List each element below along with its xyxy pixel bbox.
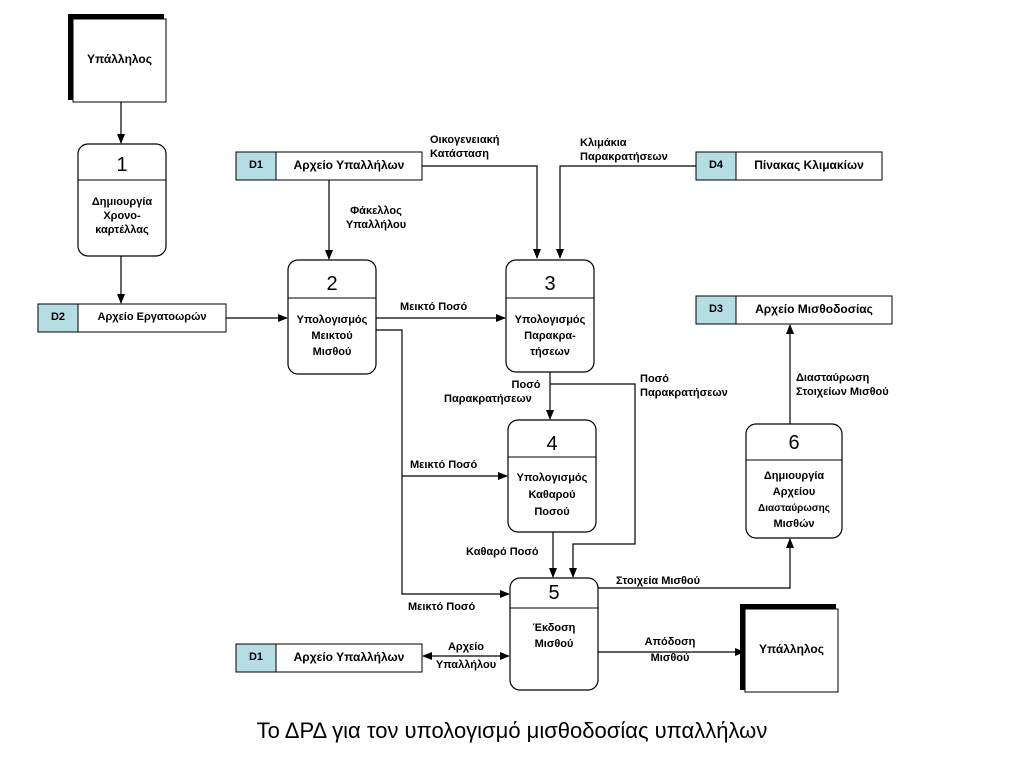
external-entity-employee-top — [68, 14, 167, 103]
process-2-box — [287, 259, 377, 375]
d2-id: D2 — [50, 311, 66, 323]
flow-label-oikogeneiaki-1: Οικογενειακή — [430, 134, 500, 146]
process-3-label-line1: Υπολογισμός — [514, 314, 586, 326]
process-1-label-line1: Δημιουργία — [91, 196, 153, 208]
data-store-d4 — [695, 151, 883, 181]
process-6-label-line1: Δημιουργία — [763, 470, 825, 482]
process-5-label-line1: Έκδοση — [532, 622, 576, 634]
flow-label-meikto-poso-b: Μεικτό Ποσό — [410, 459, 478, 471]
flow-d1-to-p3 — [422, 165, 541, 259]
process-1-box — [77, 143, 167, 257]
process-5-label-line2: Μισθού — [534, 638, 574, 650]
process-2-label-line2: Μεικτού — [311, 330, 353, 342]
d2-name: Αρχείο Εργατοωρών — [97, 311, 207, 323]
flow-p5-to-p6 — [598, 538, 794, 589]
data-store-d1-top — [235, 151, 423, 181]
flow-p3-to-p5 — [550, 383, 636, 578]
flow-label-apodosi-2: Μισθού — [650, 652, 690, 664]
process-6-label-line2: Αρχείου — [772, 486, 816, 498]
d4-id: D4 — [708, 159, 724, 171]
flow-label-fakellos-1: Φάκελλος — [350, 205, 402, 217]
process-4-label-line1: Υπολογισμός — [516, 472, 588, 484]
flow-label-apodosi-1: Απόδοση — [644, 636, 696, 648]
process-5-number: 5 — [548, 582, 560, 604]
process-2-label-line3: Μισθού — [312, 346, 352, 358]
flow-label-meikto-poso-a: Μεικτό Ποσό — [400, 301, 468, 313]
external-entity-label-bottom: Υπάλληλος — [758, 642, 824, 656]
process-4-number: 4 — [546, 433, 558, 455]
process-6-box — [745, 423, 843, 539]
flow-label-poso-par-left-1: Ποσό — [511, 379, 541, 391]
d1-top-id: D1 — [248, 159, 264, 171]
flow-label-katharo-poso: Καθαρό Ποσό — [466, 546, 539, 558]
flow-label-arxeio-ypal-1: Αρχείο — [447, 641, 485, 653]
diagram-caption: Το ΔΡΔ για τον υπολογισμό μισθοδοσίας υπ… — [256, 718, 768, 743]
flow-label-meikto-poso-c: Μεικτό Ποσό — [408, 601, 476, 613]
process-3-number: 3 — [544, 273, 556, 295]
process-6-label-line3: Διασταύρωσης — [758, 503, 830, 514]
process-4-label-line2: Καθαρού — [528, 489, 576, 501]
process-3-label-line2: Παρακρα- — [524, 330, 576, 342]
flow-label-klimakia-1: Κλιμάκια — [580, 137, 627, 149]
process-6-number: 6 — [788, 432, 800, 454]
flow-label-arxeio-ypal-2: Υπαλλήλου — [435, 659, 497, 671]
flow-gross-vertical — [376, 329, 510, 598]
process-1-label-line3: καρτέλλας — [95, 224, 149, 236]
d4-name: Πίνακας Κλιμακίων — [754, 158, 864, 172]
process-4-box — [507, 419, 597, 533]
process-3-label-line3: τήσεων — [530, 346, 570, 358]
process-2-number: 2 — [326, 273, 338, 295]
flow-label-stoixeia-misthou: Στοιχεία Μισθού — [616, 575, 701, 587]
data-store-d2 — [37, 303, 227, 333]
flow-label-poso-par-right-1: Ποσό — [640, 373, 669, 385]
process-6-label-line4: Μισθών — [773, 518, 815, 530]
d1-bottom-id: D1 — [248, 651, 264, 663]
d3-id: D3 — [708, 303, 724, 315]
process-1-number: 1 — [116, 154, 128, 176]
d3-name: Αρχείο Μισθοδοσίας — [755, 302, 873, 316]
d1-top-name: Αρχείο Υπαλλήλων — [293, 158, 405, 172]
flow-label-oikogeneiaki-2: Κατάσταση — [430, 148, 489, 160]
process-5-box — [509, 577, 599, 691]
external-entity-employee-bottom — [740, 604, 839, 693]
flow-label-poso-par-left-2: Παρακρατήσεων — [444, 393, 532, 405]
data-store-d3 — [695, 295, 893, 325]
flow-label-fakellos-2: Υπαλλήλου — [345, 219, 407, 231]
flow-label-klimakia-2: Παρακρατήσεων — [580, 151, 668, 163]
process-3-box — [505, 259, 595, 373]
flow-label-poso-par-right-2: Παρακρατήσεων — [640, 387, 728, 399]
process-4-label-line3: Ποσού — [534, 506, 570, 518]
flow-label-diastavrosi-1: Διασταύρωση — [796, 372, 870, 384]
flow-d4-to-p3 — [556, 165, 696, 259]
process-1-label-line2: Χρονο- — [103, 210, 141, 222]
flow-label-diastavrosi-2: Στοιχείων Μισθού — [796, 386, 889, 398]
external-entity-label-top: Υπάλληλος — [86, 52, 152, 66]
process-2-label-line1: Υπολογισμός — [296, 314, 368, 326]
d1-bottom-name: Αρχείο Υπαλλήλων — [293, 650, 405, 664]
